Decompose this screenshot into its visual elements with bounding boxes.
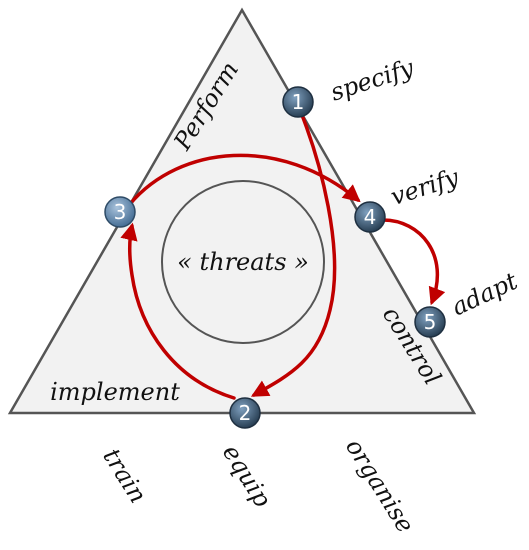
label-verify: verify: [387, 163, 462, 211]
node-2: 2: [229, 397, 261, 429]
node-1-number: 1: [292, 90, 305, 114]
node-1: 1: [282, 86, 314, 118]
node-4-number: 4: [364, 205, 377, 229]
node-5-number: 5: [424, 310, 437, 334]
bottom-label-train: train: [97, 444, 152, 509]
arrow-3-to-4: [128, 153, 361, 206]
threats-circle: [161, 180, 325, 344]
edge-label-implement: implement: [50, 378, 180, 406]
arrow-2-to-3: [120, 222, 236, 400]
node-3: 3: [104, 196, 136, 228]
process-arrows: [120, 108, 446, 400]
node-3-number: 3: [114, 200, 127, 224]
bottom-label-organise: organise: [340, 434, 420, 538]
label-adapt: adapt: [447, 267, 522, 322]
node-4: 4: [354, 201, 386, 233]
node-5: 5: [414, 306, 446, 338]
bottom-label-equip: equip: [217, 439, 277, 512]
arrow-1-to-2: [250, 108, 337, 397]
threats-label: « threats »: [177, 248, 309, 276]
node-2-number: 2: [239, 401, 252, 425]
label-specify: specify: [327, 53, 417, 106]
arrow-4-to-5: [381, 218, 446, 306]
